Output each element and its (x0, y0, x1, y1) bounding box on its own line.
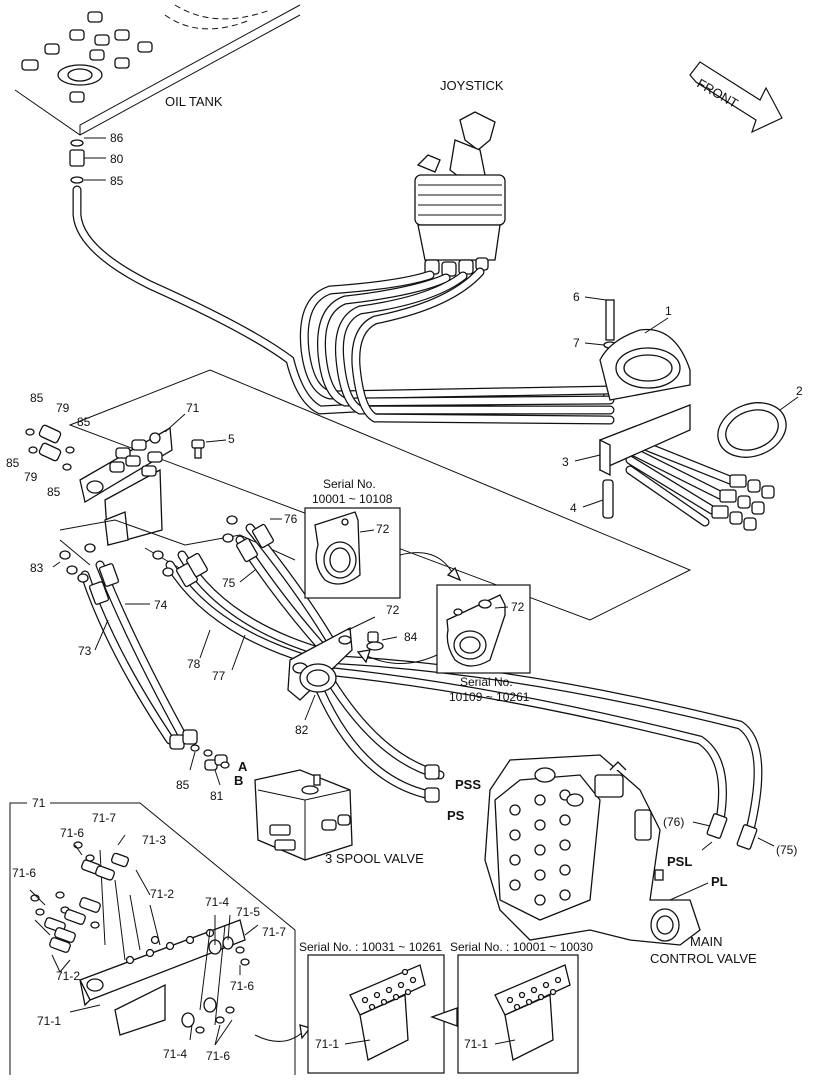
detail-71-6-b: 71-6 (12, 866, 36, 880)
callout-75-paren: (75) (776, 843, 797, 857)
detail-71-3: 71-3 (142, 833, 166, 847)
callout-72-mounted: 72 (386, 603, 400, 617)
port-pss: PSS (455, 777, 481, 792)
plate-outline (68, 369, 692, 621)
callout-80: 80 (110, 152, 124, 166)
callout-77: 77 (212, 669, 226, 683)
callout-4: 4 (570, 501, 577, 515)
serial-c-label: Serial No. : 10031 ~ 10261 (299, 940, 442, 954)
callout-79-b: 79 (24, 470, 38, 484)
callout-84: 84 (404, 630, 418, 644)
bracket-assembly: 6 7 1 2 3 4 (562, 290, 803, 519)
serial-c-callout: 71-1 (315, 1037, 339, 1051)
callout-74: 74 (154, 598, 168, 612)
detail-71-6-d: 71-6 (206, 1049, 230, 1063)
drain-hose (72, 185, 605, 415)
serial-b-line1: Serial No. (460, 675, 513, 689)
serial-inset-b: 72 Serial No. 10109 ~ 10261 (436, 584, 531, 704)
port-a: A (238, 759, 248, 774)
detail-71-7-b: 71-7 (262, 925, 286, 939)
serial-inset-a: Serial No. 10001 ~ 10108 72 (304, 477, 401, 599)
callout-75: 75 (222, 576, 236, 590)
callout-85-d: 85 (47, 485, 61, 499)
oil-tank: OIL TANK (14, 4, 301, 136)
detail-71-2-b: 71-2 (56, 969, 80, 983)
callout-7: 7 (573, 336, 580, 350)
serial-d-label: Serial No. : 10001 ~ 10030 (450, 940, 593, 954)
spool-valve-label: 3 SPOOL VALVE (325, 851, 424, 866)
callout-85-b: 85 (77, 415, 91, 429)
pilot-hoses: 76 83 74 75 73 78 77 (30, 512, 763, 850)
callout-72-serial-a: 72 (376, 522, 390, 536)
callout-3: 3 (562, 455, 569, 469)
callout-72-serial-b: 72 (511, 600, 525, 614)
detail-box-71-label: 71 (32, 796, 46, 810)
joystick: JOYSTICK (414, 78, 506, 277)
bracket-71: 71 (79, 401, 200, 546)
callout-78: 78 (187, 657, 201, 671)
callout-81: 81 (210, 789, 224, 803)
callout-83: 83 (30, 561, 44, 575)
detail-71-1-a: 71-1 (37, 1014, 61, 1028)
main-cv-label-1: MAIN (690, 934, 723, 949)
serial-inset-d: Serial No. : 10001 ~ 10030 71-1 (450, 940, 593, 1074)
callout-85-e: 85 (176, 778, 190, 792)
detail-71-4-a: 71-4 (205, 895, 229, 909)
main-cv-label-2: CONTROL VALVE (650, 951, 757, 966)
serial-a-line1: Serial No. (323, 477, 376, 491)
fittings-81-85: 85 81 A B (176, 744, 248, 803)
detail-71-7-a: 71-7 (92, 811, 116, 825)
callout-1: 1 (665, 304, 672, 318)
port-b: B (234, 773, 243, 788)
serial-a-line2: 10001 ~ 10108 (312, 492, 393, 506)
detail-71-2-a: 71-2 (150, 887, 174, 901)
callout-76: 76 (284, 512, 298, 526)
joystick-label: JOYSTICK (440, 78, 504, 93)
detail-box-71: 71 (9, 796, 296, 1075)
bolt-5: 5 (191, 432, 235, 459)
callout-86: 86 (110, 131, 124, 145)
callout-85-tank: 85 (110, 174, 124, 188)
detail-71-6-a: 71-6 (60, 826, 84, 840)
callout-85-c: 85 (6, 456, 20, 470)
callout-2: 2 (796, 384, 803, 398)
detail-71-6-c: 71-6 (230, 979, 254, 993)
callout-5: 5 (228, 432, 235, 446)
detail-71-5: 71-5 (236, 905, 260, 919)
port-pl: PL (711, 874, 728, 889)
callout-79-a: 79 (56, 401, 70, 415)
detail-71-4-b: 71-4 (163, 1047, 187, 1061)
callout-82: 82 (295, 723, 309, 737)
serial-d-callout: 71-1 (464, 1037, 488, 1051)
front-arrow-icon: FRONT (689, 61, 783, 134)
callout-76-paren: (76) (663, 815, 684, 829)
oil-tank-label: OIL TANK (165, 94, 223, 109)
main-control-valve: PSS PS PSL PL (76) (75) MAIN CONTROL VAL… (447, 754, 797, 966)
tank-fittings: 86 80 85 (69, 131, 124, 188)
bracket-72-mounted: 72 84 82 (287, 603, 418, 737)
callout-71: 71 (186, 401, 200, 415)
fittings-79-85: 85 79 85 85 79 85 (6, 391, 91, 499)
callout-85-a: 85 (30, 391, 44, 405)
port-ps: PS (447, 808, 465, 823)
callout-6: 6 (573, 290, 580, 304)
three-spool-valve: 3 SPOOL VALVE (254, 769, 424, 866)
callout-73: 73 (78, 644, 92, 658)
serial-inset-c: Serial No. : 10031 ~ 10261 71-1 (299, 940, 445, 1074)
serial-b-line2: 10109 ~ 10261 (449, 690, 530, 704)
port-psl: PSL (667, 854, 692, 869)
